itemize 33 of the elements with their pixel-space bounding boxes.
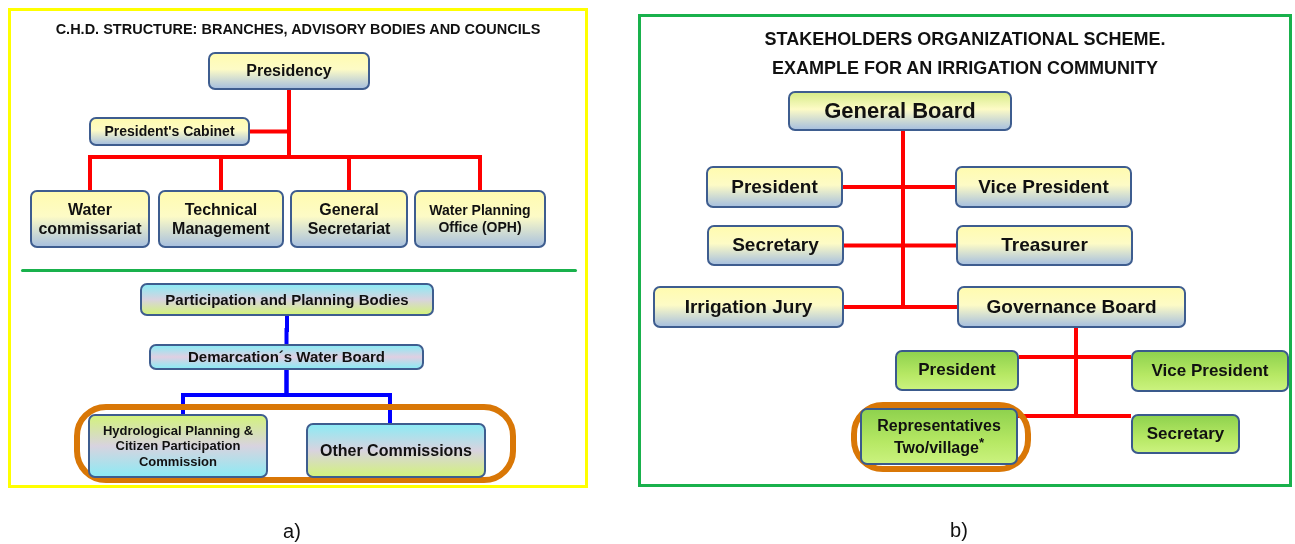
panel-caption: b) <box>950 519 968 542</box>
org-chart-box: Participation and Planning Bodies <box>140 283 434 316</box>
org-chart-box: Water commissariat <box>30 190 150 248</box>
org-chart-box: Governance Board <box>957 286 1186 328</box>
org-chart-box: Technical Management <box>158 190 284 248</box>
panel-title: STAKEHOLDERS ORGANIZATIONAL SCHEME. EXAMPLE FOR AN IRRIGATION COMMUNITY <box>763 28 1167 80</box>
connector-line <box>901 131 957 309</box>
org-chart-box: General Secretariat <box>290 190 408 248</box>
org-chart-box: Demarcation´s Water Board <box>149 344 424 370</box>
connector-line <box>284 370 392 423</box>
org-chart-box: Vice President <box>1131 350 1289 392</box>
panel-border <box>638 14 1292 487</box>
panel-title: C.H.D. STRUCTURE: BRANCHES, ADVISORY BODIES AND COUNCILS <box>54 21 542 39</box>
connector-line <box>284 316 289 344</box>
org-chart-box: General Board <box>788 91 1012 131</box>
org-chart-box: Secretary <box>707 225 844 266</box>
org-chart-box: Treasurer <box>956 225 1133 266</box>
org-chart-box: President <box>706 166 843 208</box>
org-chart-box: Presidency <box>208 52 370 90</box>
connector-line <box>1074 328 1131 418</box>
panel-border <box>8 8 588 488</box>
org-chart-box: President's Cabinet <box>89 117 250 146</box>
org-chart-box: Hydrological Planning & Citizen Participation Commission <box>88 414 268 478</box>
org-chart-box: Irrigation Jury <box>653 286 844 328</box>
highlight-outline <box>74 404 516 483</box>
org-chart-box: Other Commissions <box>306 423 486 478</box>
org-chart-box: Vice President <box>955 166 1132 208</box>
highlight-outline <box>851 402 1031 472</box>
org-chart-box: Water Planning Office (OPH) <box>414 190 546 248</box>
org-chart-box: President <box>895 350 1019 391</box>
org-chart-box: Secretary <box>1131 414 1240 454</box>
org-chart-box: Representatives Two/village$^{*}$ <box>860 408 1018 465</box>
panel-caption: a) <box>283 520 301 543</box>
